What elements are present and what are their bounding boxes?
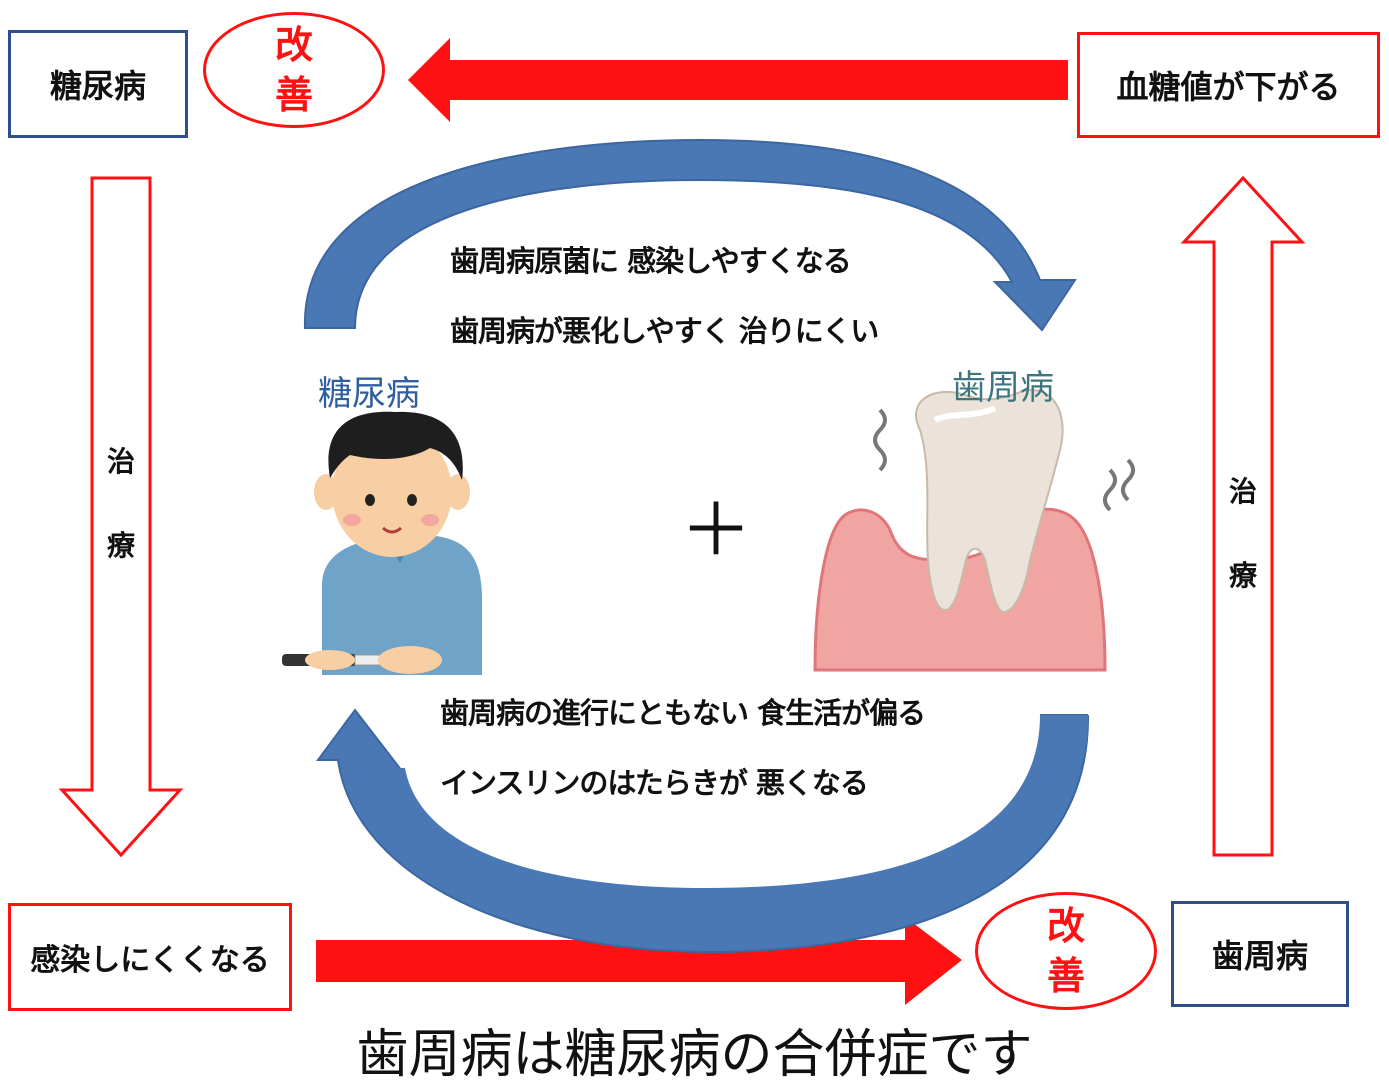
- improve-bottom-char-1: 改: [1046, 904, 1085, 948]
- improve-oval-top: 改 善: [203, 12, 385, 128]
- caption: 歯周病は糖尿病の合併症です: [356, 1025, 1033, 1085]
- top-right-box-label: 血糖値が下がる: [1116, 68, 1341, 106]
- top-curved-blue-arrow: [303, 138, 1077, 332]
- plus-sign: ＋: [680, 488, 753, 572]
- top-left-box: 糖尿病: [8, 30, 188, 138]
- improve-top-char-1: 改: [274, 23, 313, 67]
- top-message-2: 歯周病が悪化しやすく 治りにくい: [450, 314, 879, 348]
- bottom-red-arrow: [316, 917, 962, 1005]
- tooth-label: 歯周病: [952, 368, 1054, 408]
- tooth-illustration: [813, 389, 1135, 672]
- bottom-right-box: 歯周病: [1171, 901, 1349, 1007]
- person-label: 糖尿病: [318, 374, 420, 414]
- top-right-box: 血糖値が下がる: [1077, 32, 1380, 138]
- right-treatment-char-1: 治: [1228, 475, 1257, 508]
- right-treatment-char-2: 療: [1228, 559, 1257, 592]
- left-hollow-down-arrow: [58, 176, 184, 858]
- left-treatment-char-2: 療: [106, 529, 135, 562]
- top-message-1: 歯周病原菌に 感染しやすくなる: [450, 244, 852, 278]
- improve-bottom-char-2: 善: [1046, 954, 1085, 998]
- right-hollow-up-arrow: [1180, 175, 1306, 857]
- top-left-box-label: 糖尿病: [49, 67, 146, 105]
- left-treatment-text: 治 療: [100, 420, 142, 588]
- bottom-left-box: 感染しにくくなる: [8, 903, 292, 1011]
- bottom-right-box-label: 歯周病: [1211, 937, 1308, 975]
- bottom-message-1: 歯周病の進行にともない 食生活が偏る: [440, 696, 926, 730]
- bottom-left-box-label: 感染しにくくなる: [30, 943, 270, 978]
- bottom-message-2: インスリンのはたらきが 悪くなる: [440, 766, 869, 800]
- improve-oval-bottom: 改 善: [975, 892, 1157, 1010]
- bottom-curved-blue-arrow-body: [372, 715, 1089, 930]
- left-treatment-char-1: 治: [106, 445, 135, 478]
- person-illustration: [282, 411, 482, 675]
- right-treatment-text: 治 療: [1222, 450, 1264, 618]
- improve-top-char-2: 善: [274, 73, 313, 117]
- top-red-arrow: [408, 38, 1068, 122]
